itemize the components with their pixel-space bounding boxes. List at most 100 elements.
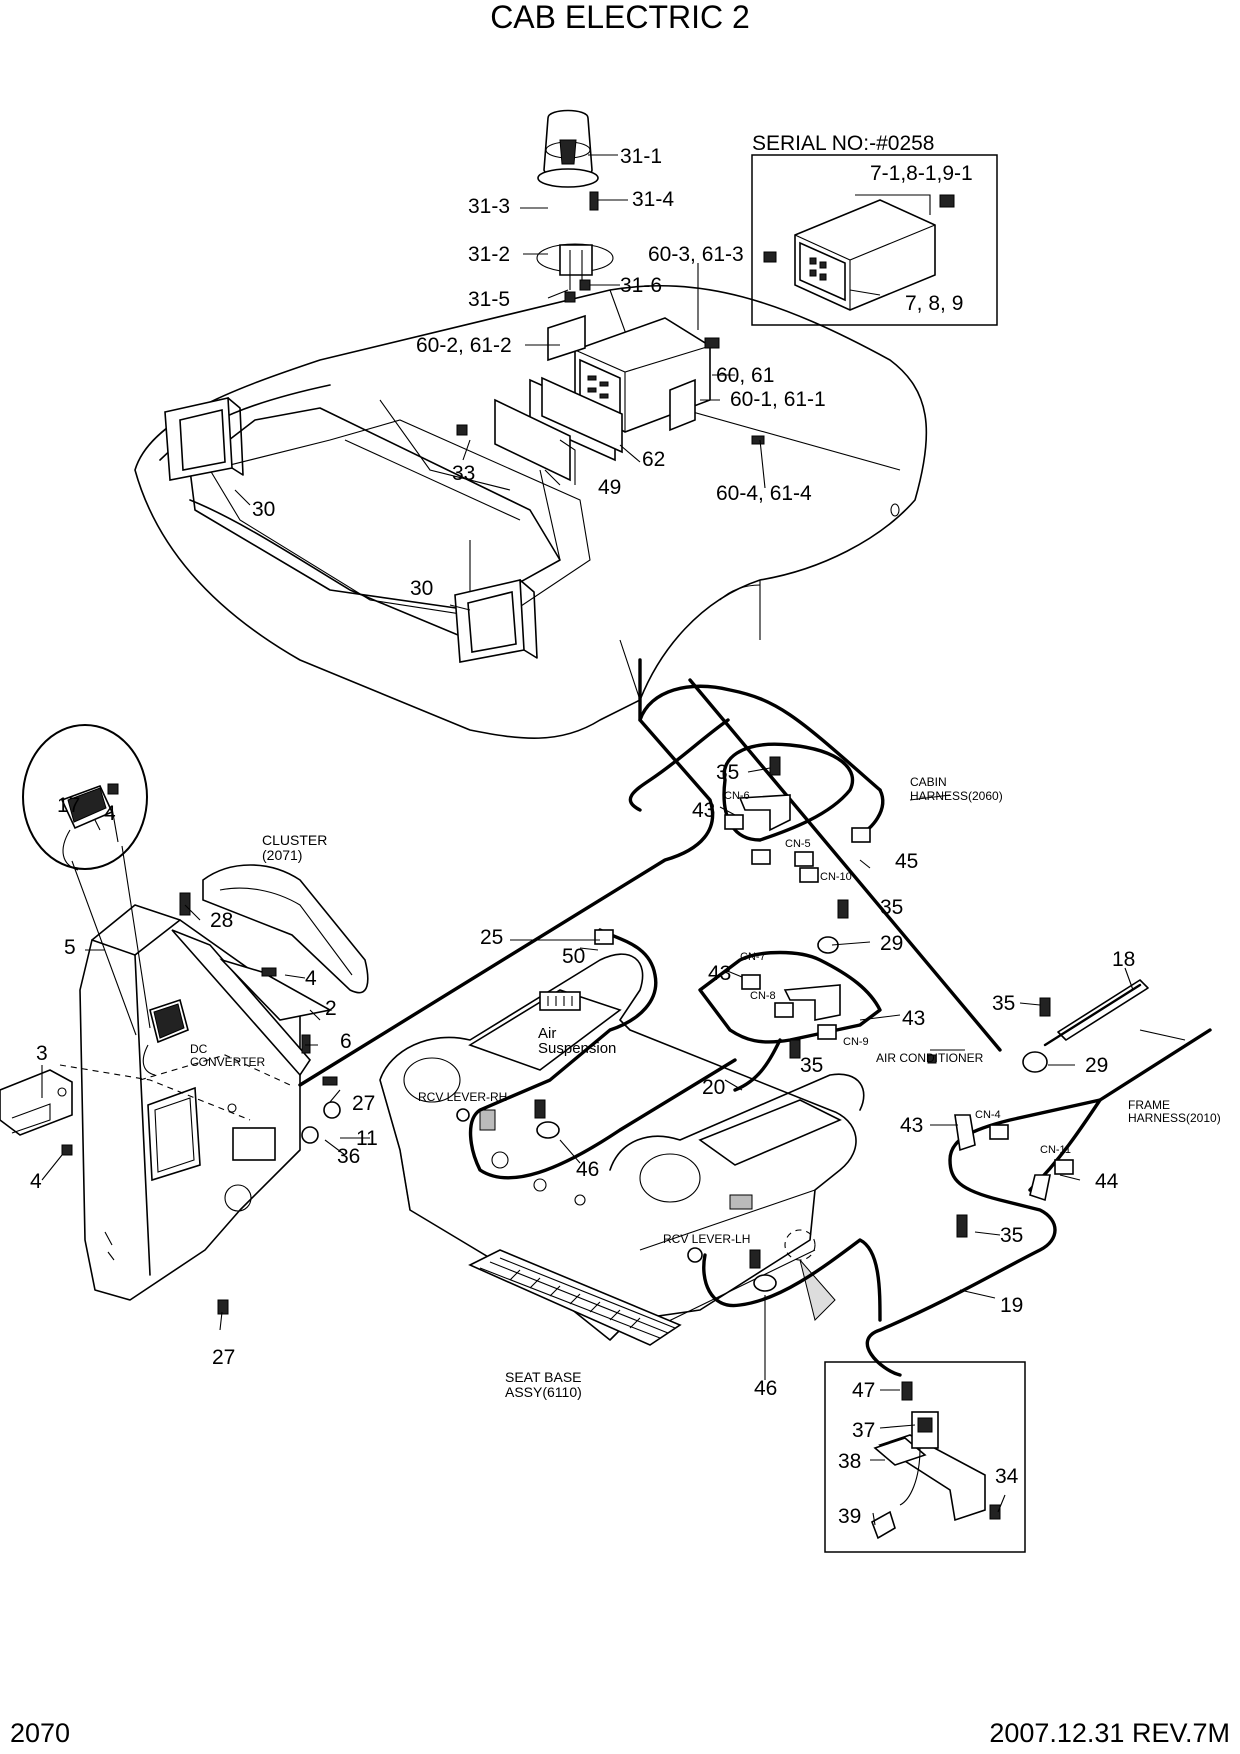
callout-31-6: 31-6 [620, 274, 662, 297]
serial-inset-box [751, 154, 998, 326]
frame-harness-note-1: FRAME [1128, 1098, 1170, 1112]
callout-29-a: 29 [880, 932, 903, 955]
cabin-harness-note-1: CABIN [910, 775, 947, 789]
seat-base-note-2: ASSY(6110) [505, 1384, 582, 1400]
callout-49: 49 [598, 476, 621, 499]
dc-converter-inset [22, 724, 151, 1036]
callout-19: 19 [1000, 1294, 1023, 1317]
callout-34: 34 [995, 1465, 1019, 1488]
callout-31-1: 31-1 [620, 145, 662, 168]
callout-4-b: 4 [305, 967, 317, 990]
callout-35-d: 35 [800, 1054, 823, 1077]
callout-2: 2 [325, 997, 337, 1020]
inset-label-top: 7-1,8-1,9-1 [870, 162, 973, 185]
air-suspension-note-1: Air [538, 1025, 556, 1042]
connector-cn7: CN-7 [740, 951, 766, 963]
callout-44: 44 [1095, 1170, 1119, 1193]
callout-33: 33 [452, 462, 475, 485]
bracket-3 [0, 1069, 73, 1136]
callout-43-a: 43 [692, 799, 715, 822]
callout-17: 17 [57, 794, 80, 817]
callout-31-4: 31-4 [632, 188, 674, 211]
cluster-mount [171, 864, 369, 1077]
callout-31-5: 31-5 [468, 288, 510, 311]
frame-harness-note-2: HARNESS(2010) [1128, 1111, 1221, 1125]
callout-35-c: 35 [992, 992, 1015, 1015]
callout-60-4: 60-4, 61-4 [716, 482, 812, 505]
callout-25: 25 [480, 926, 503, 949]
serial-note: SERIAL NO:-#0258 [752, 132, 934, 155]
dc-converter-note-1: DC [190, 1042, 208, 1056]
page-title: CAB ELECTRIC 2 [490, 0, 750, 35]
seat-base-note-1: SEAT BASE [505, 1369, 582, 1385]
dc-converter-note-2: CONVERTER [190, 1055, 265, 1069]
callouts: 31-1 31-3 31-4 31-2 31-5 31-6 60-3, 61-3… [30, 145, 1135, 1528]
callout-50: 50 [562, 945, 585, 968]
leader-lines [41, 154, 1186, 1526]
callout-43-c: 43 [902, 1007, 925, 1030]
callout-46-b: 46 [754, 1377, 777, 1400]
radio-unit [456, 314, 765, 445]
callout-60-2: 60-2, 61-2 [416, 334, 512, 357]
cluster-note-1: CLUSTER [262, 832, 327, 848]
callout-5: 5 [64, 936, 76, 959]
callout-43-b: 43 [708, 962, 731, 985]
cluster-note-2: (2071) [262, 847, 302, 863]
fasteners-left [61, 892, 341, 1315]
connector-cn8: CN-8 [750, 990, 776, 1002]
callout-35-b: 35 [880, 896, 903, 919]
callout-47: 47 [852, 1379, 875, 1402]
callout-20: 20 [702, 1076, 725, 1099]
air-conditioner-note: AIR CONDITIONER [876, 1051, 984, 1065]
callout-11: 11 [356, 1127, 378, 1150]
callout-30-a: 30 [252, 498, 275, 521]
connector-cn9: CN-9 [843, 1036, 869, 1048]
beacon-lamp [536, 109, 614, 303]
callout-60-1: 60-1, 61-1 [730, 388, 826, 411]
callout-31-3: 31-3 [468, 195, 510, 218]
callout-27-b: 27 [212, 1346, 235, 1369]
callout-31-2: 31-2 [468, 243, 510, 266]
page-number: 2070 [10, 1718, 70, 1748]
callout-45: 45 [895, 850, 918, 873]
callout-37: 37 [852, 1419, 875, 1442]
callout-39: 39 [838, 1505, 861, 1528]
callout-6: 6 [340, 1030, 352, 1053]
callout-38: 38 [838, 1450, 861, 1473]
work-lamp-left [164, 397, 244, 481]
air-suspension-note-2: Suspension [538, 1040, 616, 1057]
cabin-harness-note-2: HARNESS(2060) [910, 789, 1003, 803]
callout-43-d: 43 [900, 1114, 923, 1137]
seat-switch-inset [824, 1361, 1026, 1553]
callout-4-c: 4 [30, 1170, 42, 1193]
callout-35-a: 35 [716, 761, 739, 784]
rcv-lh-note: RCV LEVER-LH [663, 1232, 750, 1246]
callout-46-a: 46 [576, 1158, 599, 1181]
notes: SERIAL NO:-#0258 7-1,8-1,9-1 7, 8, 9 CLU… [190, 132, 1221, 1400]
callout-18: 18 [1112, 948, 1135, 971]
harness-connectors [456, 756, 1074, 1292]
callout-3: 3 [36, 1042, 48, 1065]
callout-28: 28 [210, 909, 233, 932]
seat-assembly [379, 953, 865, 1346]
connector-cn11: CN-11 [1040, 1144, 1071, 1156]
connector-cn6: CN-6 [724, 790, 750, 802]
inset-label-bottom: 7, 8, 9 [905, 292, 963, 315]
callout-4-a: 4 [104, 802, 116, 825]
callout-36: 36 [337, 1145, 360, 1168]
callout-60: 60, 61 [716, 364, 774, 387]
work-lamp-right [454, 579, 538, 663]
revision-date: 2007.12.31 REV.7M [989, 1718, 1230, 1748]
callout-35-e: 35 [1000, 1224, 1023, 1247]
connector-cn5: CN-5 [785, 838, 811, 850]
callout-62: 62 [642, 448, 665, 471]
connector-cn10: CN-10 [820, 871, 852, 883]
callout-60-3: 60-3, 61-3 [648, 243, 744, 266]
side-console [59, 904, 301, 1301]
speaker-assy [494, 376, 623, 485]
callout-29-b: 29 [1085, 1054, 1108, 1077]
rcv-rh-note: RCV LEVER-RH [418, 1090, 507, 1104]
connector-cn4: CN-4 [975, 1109, 1001, 1121]
callout-30-b: 30 [410, 577, 433, 600]
